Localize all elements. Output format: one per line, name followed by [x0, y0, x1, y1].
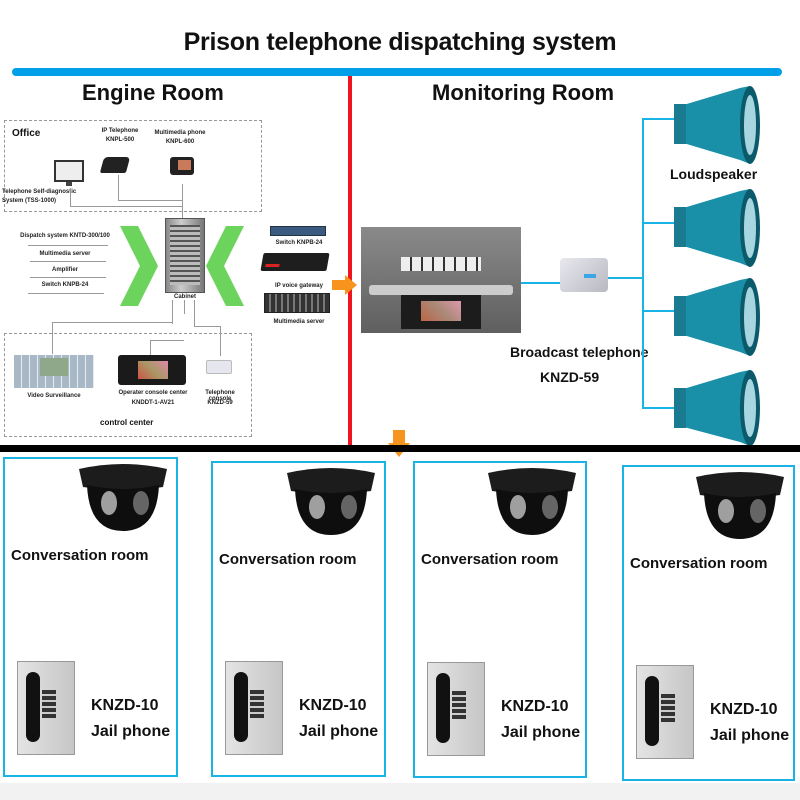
multimedia-phone-icon — [170, 157, 194, 175]
ip-phone-icon — [99, 157, 131, 173]
loudspeaker-icon — [674, 370, 760, 446]
cabinet-item-multimedia-server: Multimedia server — [39, 251, 91, 257]
monitoring-console-photo — [361, 227, 521, 333]
jail-phone-type: Jail phone — [710, 727, 790, 744]
cabinet-item-amplifier: Amplifier — [51, 267, 78, 273]
jail-phone-icon — [17, 661, 75, 755]
monitor-stand — [66, 182, 72, 186]
dome-camera-icon — [488, 468, 576, 535]
jail-phone-type: Jail phone — [501, 724, 581, 741]
ip-telephone-model: KNPL-500 — [105, 137, 135, 143]
loudspeaker-icon — [674, 86, 760, 164]
jail-phone-icon — [225, 661, 283, 755]
conversation-room-label: Conversation room — [11, 547, 149, 564]
multimedia-phone-name: Multimedia phone — [154, 130, 206, 136]
loudspeaker-icon — [674, 278, 760, 356]
chevron-right-icon — [120, 226, 158, 306]
chevron-left-icon — [206, 226, 244, 306]
server-cabinet-icon — [165, 218, 205, 293]
cabinet-item-dispatch: Dispatch system KNTD-300/100 — [20, 233, 110, 239]
video-surveillance-label: Video Surveillance — [27, 393, 81, 399]
multimedia-phone-model: KNPL-600 — [165, 139, 195, 145]
monitor-icon — [54, 160, 84, 182]
switch-device-icon — [270, 226, 326, 236]
operator-console-model: KNDDT-1-AV21 — [131, 400, 175, 406]
jail-phone-icon — [427, 662, 485, 756]
loudspeaker-icon — [674, 189, 760, 267]
dome-camera-icon — [79, 464, 167, 531]
broadcast-telephone-icon — [560, 258, 608, 292]
diagram-title: Prison telephone dispatching system — [183, 28, 617, 56]
voice-gateway-label: IP voice gateway — [275, 283, 323, 289]
jail-phone-model: KNZD-10 — [299, 697, 367, 714]
broadcast-telephone-model: KNZD-59 — [540, 369, 600, 385]
broadcast-telephone-name: Broadcast telephone — [510, 344, 649, 360]
control-center-box — [4, 333, 252, 437]
ip-telephone-name: IP Telephone — [101, 128, 139, 134]
conversation-room-card: Conversation room KNZD-10 Jail phone — [3, 457, 178, 777]
jail-phone-type: Jail phone — [299, 723, 379, 740]
conversation-room-card: Conversation room KNZD-10 Jail phone — [622, 465, 795, 781]
control-center-label: control center — [100, 418, 154, 427]
jail-phone-type: Jail phone — [91, 723, 171, 740]
multimedia-server-icon — [264, 293, 330, 313]
loudspeaker-label: Loudspeaker — [670, 166, 758, 182]
conversation-room-label: Conversation room — [219, 551, 357, 568]
conversation-room-label: Conversation room — [630, 555, 768, 572]
telephone-console-name: Telephone console — [205, 390, 235, 402]
jail-phone-model: KNZD-10 — [710, 701, 778, 718]
cabinet-item-switch: Switch KNPB-24 — [41, 282, 89, 288]
multimedia-server-label: Multimedia server — [273, 319, 325, 325]
voice-gateway-icon — [260, 253, 330, 271]
footer-band — [0, 783, 800, 800]
arrow-right-icon — [332, 275, 357, 295]
engine-room-title: Engine Room — [82, 80, 224, 105]
dome-camera-icon — [287, 468, 375, 535]
dome-camera-icon — [696, 472, 784, 539]
operator-console-name: Operater console center — [118, 390, 188, 396]
video-wall-icon — [14, 355, 94, 388]
section-separator — [0, 445, 800, 452]
title-underline — [12, 68, 782, 76]
office-box — [4, 120, 262, 212]
jail-phone-model: KNZD-10 — [91, 697, 159, 714]
arrow-down-icon — [388, 430, 410, 457]
jail-phone-icon — [636, 665, 694, 759]
operator-console-icon — [118, 355, 186, 385]
switch-device-label: Switch KNPB-24 — [275, 240, 323, 246]
section-divider — [348, 76, 352, 446]
self-diagnostic-line1: Telephone Self-diagnostic — [2, 189, 77, 195]
jail-phone-model: KNZD-10 — [501, 698, 569, 715]
conversation-room-card: Conversation room KNZD-10 Jail phone — [211, 461, 386, 777]
telephone-console-icon — [206, 360, 232, 374]
cabinet-label: Cabinet — [173, 294, 196, 300]
office-label: Office — [12, 128, 41, 139]
monitoring-room-title: Monitoring Room — [432, 80, 615, 105]
conversation-room-label: Conversation room — [421, 551, 559, 568]
telephone-console-model: KNZD-59 — [207, 400, 233, 406]
self-diagnostic-line2: System (TSS-1000) — [2, 198, 57, 204]
conversation-room-card: Conversation room KNZD-10 Jail phone — [413, 461, 587, 778]
